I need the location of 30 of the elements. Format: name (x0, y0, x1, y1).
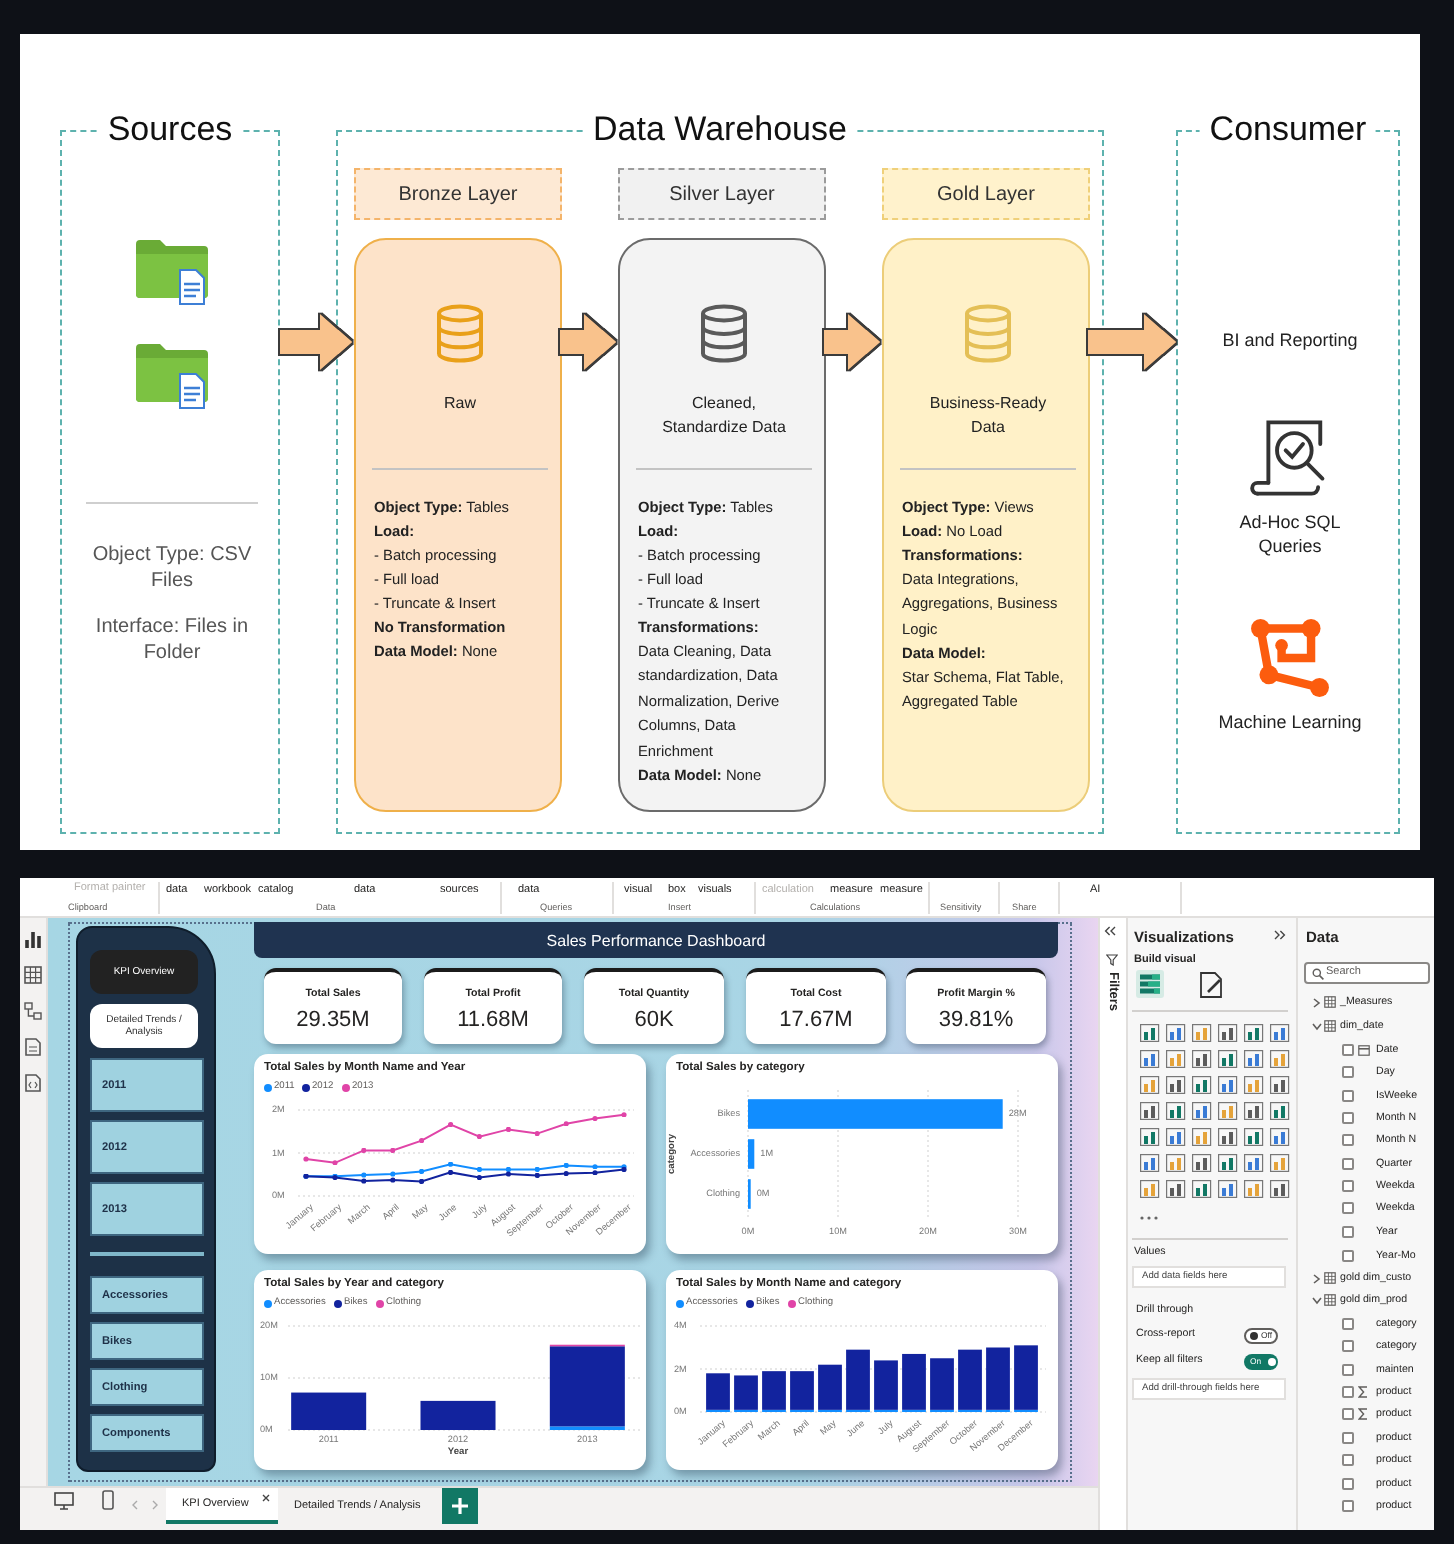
kpi-value: 60K (634, 1006, 674, 1034)
block-arrow (280, 314, 352, 370)
kpi-value: 11.68M (457, 1006, 529, 1034)
kpi-card (424, 968, 562, 1044)
kpi-card (906, 968, 1046, 1044)
layer-subtitle: Cleaned, Standardize Data (660, 392, 788, 440)
dashboard-title-bar: Sales Performance Dashboard (254, 922, 1058, 958)
kpi-card (584, 968, 724, 1044)
navigation-panel (76, 926, 216, 1472)
source-description: Interface: Files in Folder (93, 614, 251, 666)
layer-tag: Bronze Layer (354, 168, 562, 220)
kpi-value: 29.35M (296, 1006, 370, 1034)
layer-tag: Gold Layer (882, 168, 1090, 220)
consumer-label: BI and Reporting (1220, 328, 1360, 352)
layer-subtitle: Business-Ready Data (927, 392, 1049, 440)
block-arrow (1088, 314, 1176, 370)
kpi-value: 17.67M (779, 1006, 853, 1034)
kpi-card (746, 968, 886, 1044)
source-description: Object Type: CSV Files (90, 542, 254, 594)
block-arrow (560, 314, 616, 370)
layer-subtitle: Raw (441, 392, 478, 416)
layer-card (354, 238, 562, 812)
kpi-value: 39.81% (938, 1006, 1014, 1034)
layer-card (882, 238, 1090, 812)
consumer-label: Ad-Hoc SQL Queries (1237, 510, 1343, 558)
block-arrow (824, 314, 880, 370)
consumer-label: Machine Learning (1216, 710, 1364, 734)
layer-tag: Silver Layer (618, 168, 826, 220)
kpi-card (264, 968, 402, 1044)
layer-card (618, 238, 826, 812)
